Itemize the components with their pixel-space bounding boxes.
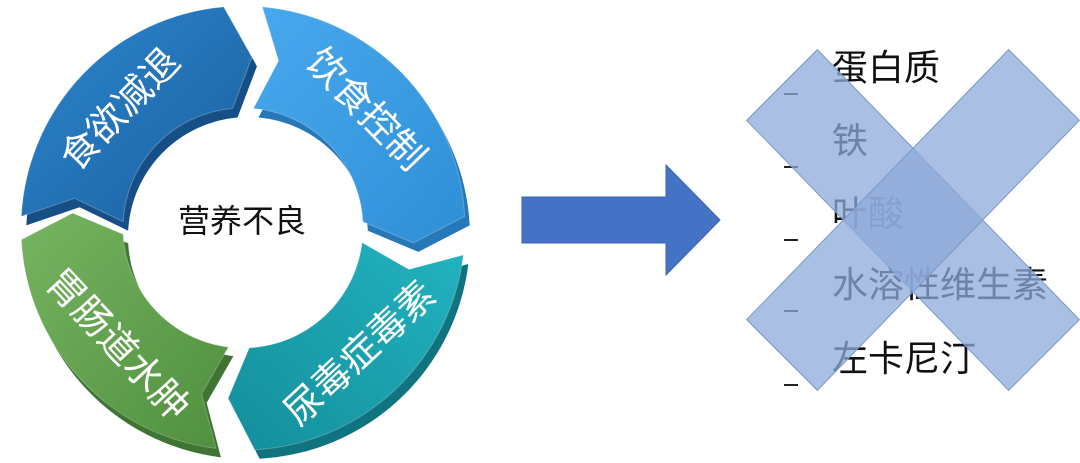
segment-uremic-toxins <box>227 241 464 451</box>
cycle-diagram: 食欲减退饮食控制尿毒症毒素胃肠道水肿 营养不良 <box>20 6 470 459</box>
right-arrow <box>521 163 721 277</box>
center-label: 营养不良 <box>178 202 306 240</box>
segment-diet-control <box>252 6 466 244</box>
segment-appetite-loss <box>20 6 253 223</box>
cross-mark <box>745 48 1080 392</box>
segment-gi-edema <box>20 212 230 449</box>
cross-bar-up <box>745 48 1080 392</box>
list-item-label: 蛋白质 <box>832 48 940 89</box>
